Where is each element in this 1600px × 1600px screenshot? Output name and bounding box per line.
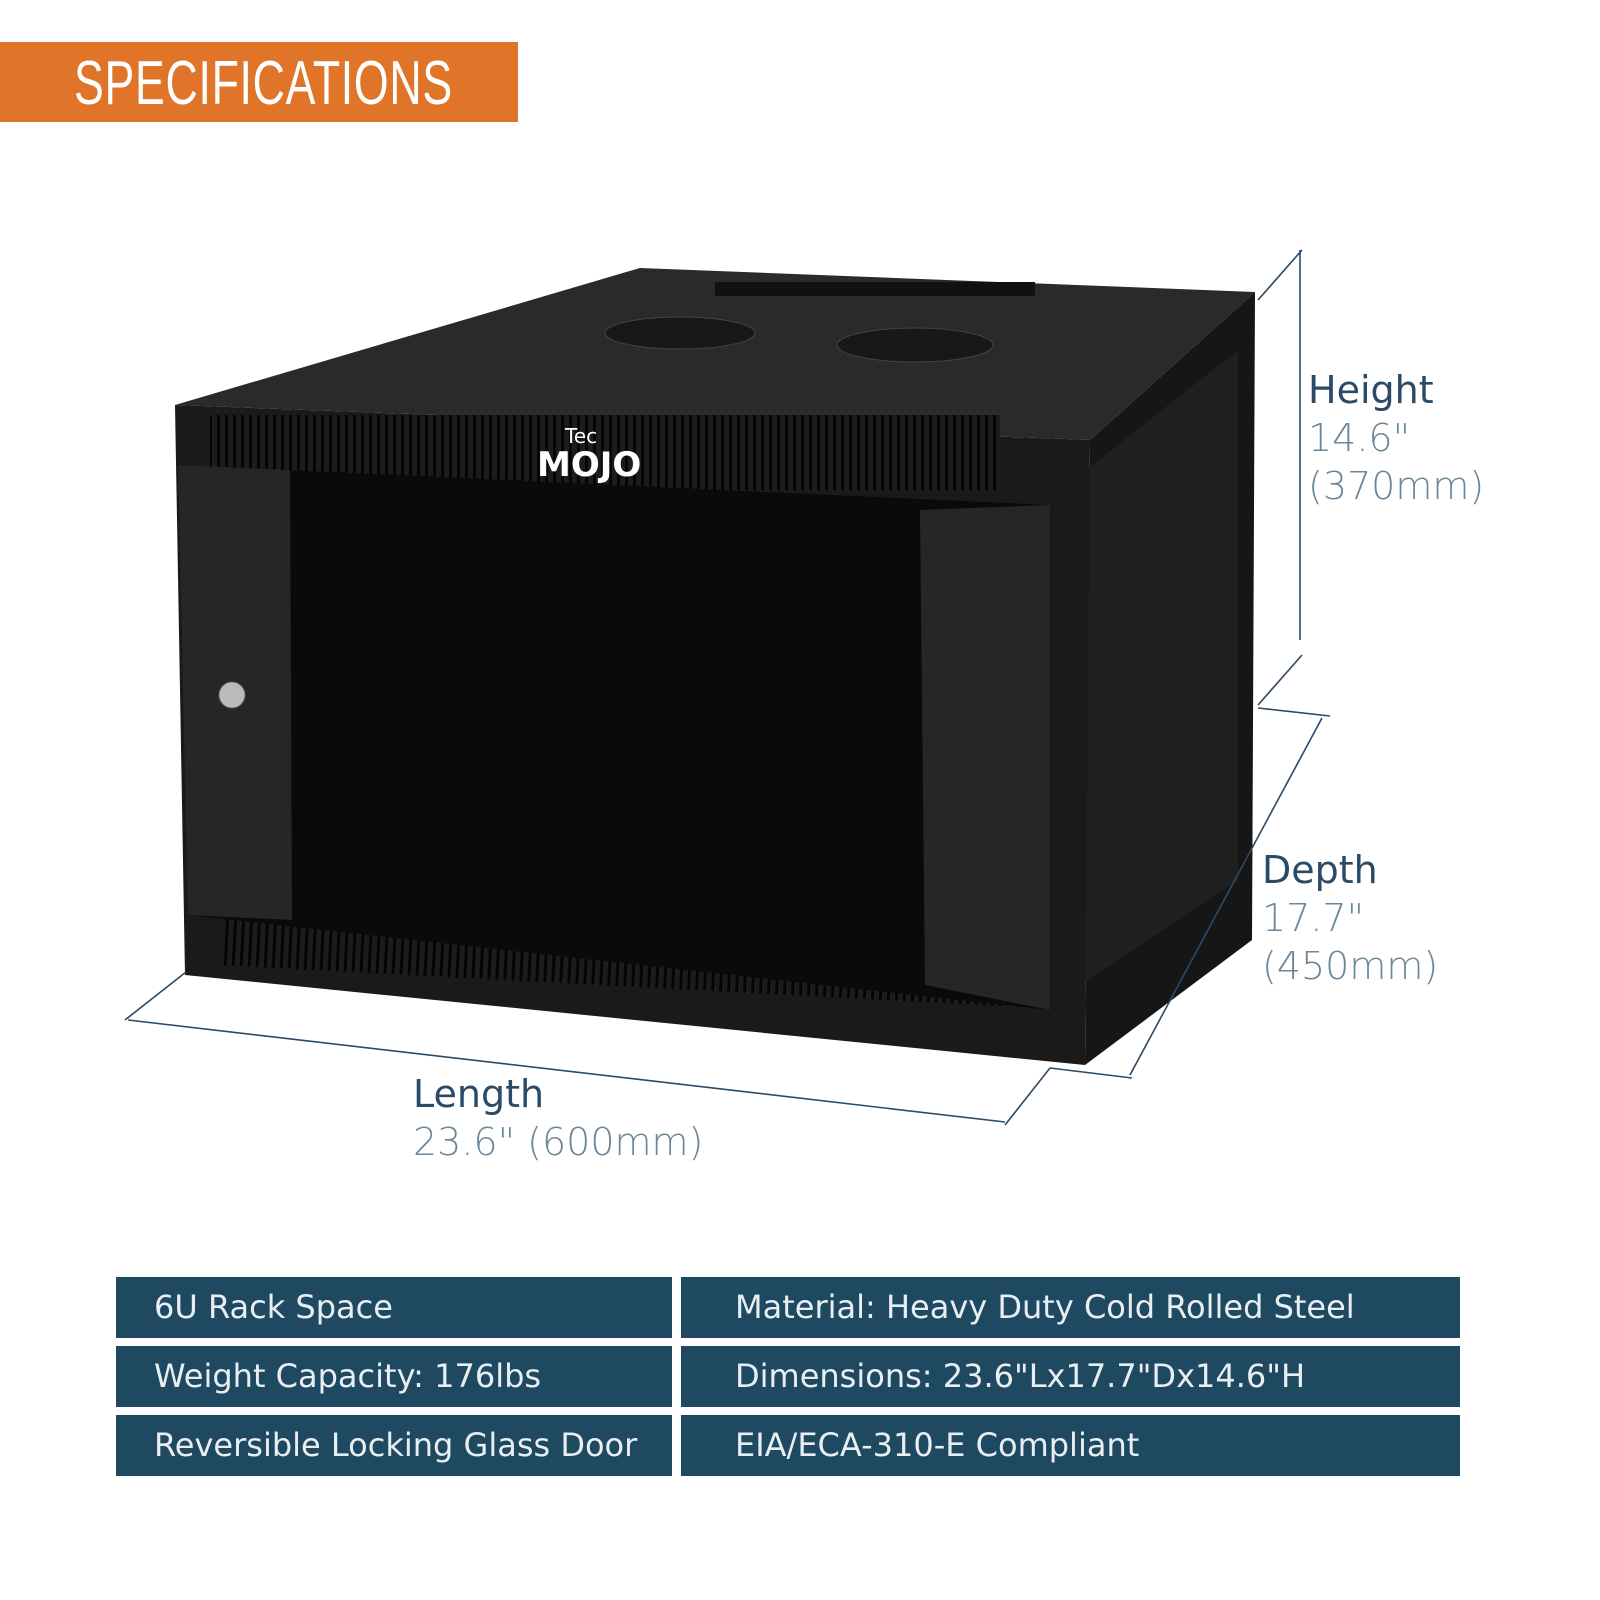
spec-cell: 6U Rack Space bbox=[116, 1277, 672, 1338]
door-right-panel bbox=[920, 505, 1050, 1010]
page-title: SPECIFICATIONS bbox=[74, 49, 453, 118]
brand-logo: MOJO bbox=[537, 445, 641, 485]
depth-label: Depth bbox=[1262, 848, 1378, 892]
spec-cell: Reversible Locking Glass Door bbox=[116, 1415, 672, 1476]
dimension-lines bbox=[124, 249, 1331, 1126]
height-mm: (370mm) bbox=[1308, 464, 1485, 508]
length-dimension: Length 23.6" (600mm) bbox=[413, 1070, 703, 1166]
side-panel bbox=[1080, 350, 1238, 985]
fan-icon bbox=[604, 316, 756, 350]
height-label: Height bbox=[1308, 368, 1434, 412]
fan-icon bbox=[836, 327, 994, 363]
specifications-banner: SPECIFICATIONS bbox=[0, 42, 518, 122]
depth-inches: 17.7" bbox=[1262, 896, 1365, 940]
height-inches: 14.6" bbox=[1308, 416, 1411, 460]
depth-mm: (450mm) bbox=[1262, 944, 1439, 988]
length-value: 23.6" (600mm) bbox=[413, 1120, 704, 1164]
spec-cell: Material: Heavy Duty Cold Rolled Steel bbox=[681, 1277, 1460, 1338]
spec-cell: Weight Capacity: 176lbs bbox=[116, 1346, 672, 1407]
door-lock-icon bbox=[218, 681, 246, 709]
cabinet-top bbox=[175, 268, 1255, 440]
length-label: Length bbox=[413, 1072, 545, 1116]
brand-small: Tec bbox=[564, 424, 597, 448]
glass-door bbox=[178, 465, 1050, 1010]
spec-cell: Dimensions: 23.6"Lx17.7"Dx14.6"H bbox=[681, 1346, 1460, 1407]
depth-dimension: Depth 17.7" (450mm) bbox=[1262, 846, 1438, 990]
height-dimension: Height 14.6" (370mm) bbox=[1308, 366, 1484, 510]
spec-cell: EIA/ECA-310-E Compliant bbox=[681, 1415, 1460, 1476]
top-vent-slot bbox=[715, 282, 1035, 296]
